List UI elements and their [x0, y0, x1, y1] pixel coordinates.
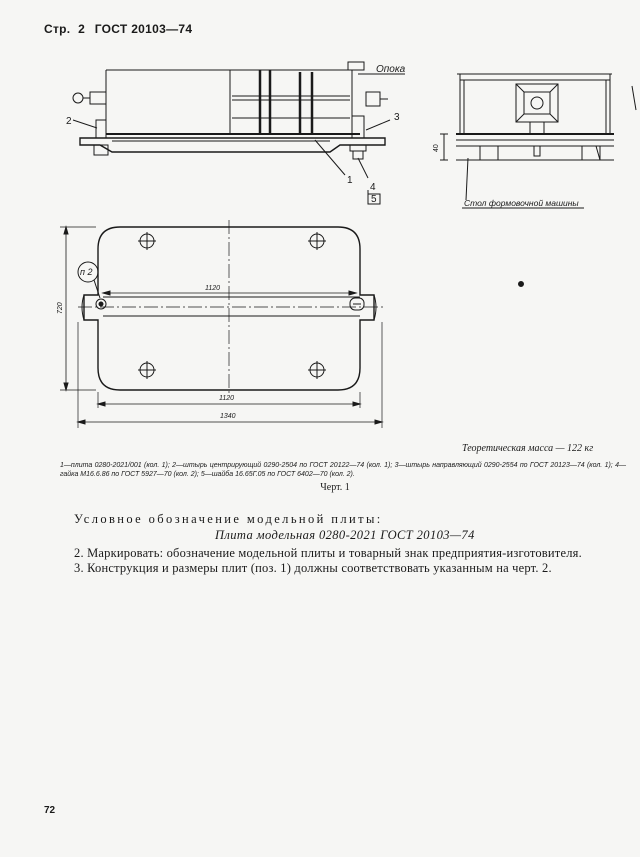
page-number: 2 [78, 22, 86, 36]
label-pos4: 4 [370, 182, 376, 193]
side-view [440, 73, 637, 209]
theoretical-mass: Теоретическая масса — 122 кг [462, 443, 594, 454]
designation-title: Условное обозначение модельной плиты: [74, 512, 383, 526]
label-opoka: Опока [376, 64, 406, 75]
standard-number: ГОСТ 20103—74 [94, 22, 193, 36]
page-header: Стр. 2 ГОСТ 20103—74 [44, 22, 192, 36]
dim-inner-bottom: 1120 [219, 395, 234, 402]
dim-overall: 1340 [220, 413, 236, 420]
label-pos5: 5 [371, 194, 377, 205]
dim-height: 720 [57, 302, 64, 314]
plan-view [60, 220, 524, 428]
figure-label: Черт. 1 [320, 482, 350, 493]
label-pos3: 3 [394, 112, 400, 123]
parts-caption: 1—плита 0280-2021/001 (кол. 1); 2—штырь … [60, 462, 626, 478]
list-item: 3. Конструкция и размеры плит (поз. 1) д… [74, 561, 552, 575]
page-label: Стр. [44, 22, 71, 36]
dim-inner-top: 1120 [205, 285, 220, 292]
footer-page-number: 72 [44, 805, 56, 816]
dim-side-height: 40 [433, 144, 440, 152]
front-section-view [72, 61, 405, 205]
technical-drawing: Опока 2 3 1 4 5 [57, 61, 637, 428]
label-pos2: 2 [66, 116, 72, 127]
designation-value: Плита модельная 0280-2021 ГОСТ 20103—74 [215, 528, 475, 542]
label-pos1: 1 [347, 175, 353, 186]
label-detail: п 2 [80, 267, 92, 277]
label-table: Стол формовочной машины [464, 198, 579, 208]
list-item: 2. Маркировать: обозначение модельной пл… [74, 546, 582, 560]
